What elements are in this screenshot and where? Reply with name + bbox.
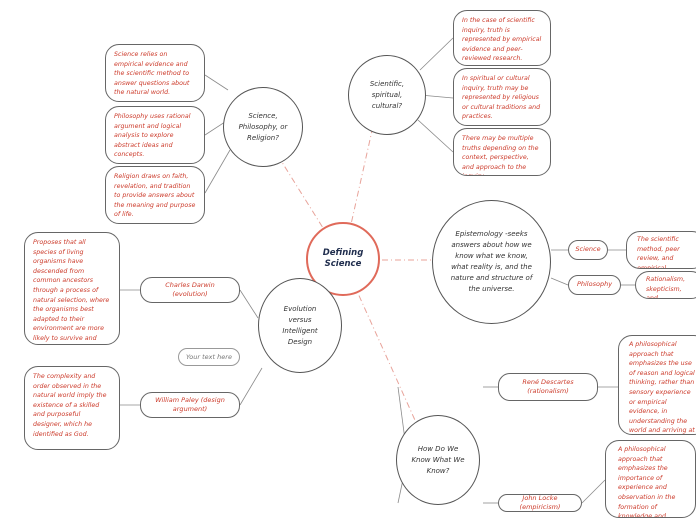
branch-rene-descartes[interactable]: René Descartes (rationalism) [498,373,598,401]
note-scientific-truth[interactable]: In the case of scientific inquiry, truth… [453,10,551,66]
note-text: A philosophical approach that emphasizes… [618,446,676,518]
topic-evolution-label: Evolution versus Intelligent Design [282,304,318,346]
branch-locke-label: John Locke (empiricism) [519,493,561,512]
note-text: Rationalism, skepticism, and constructiv… [646,276,686,299]
placeholder-your-text[interactable]: Your text here [178,348,240,366]
note-spiritual-truth[interactable]: In spiritual or cultural inquiry, truth … [453,68,551,126]
note-religion-draws[interactable]: Religion draws on faith, revelation, and… [105,166,205,224]
note-text: Religion draws on faith, revelation, and… [114,173,196,219]
note-science-method[interactable]: The scientific method, peer review, and … [626,231,696,269]
topic-how-know-label: How Do We Know What We Know? [411,444,465,475]
branch-philosophy[interactable]: Philosophy [568,275,621,295]
note-text: A philosophical approach that emphasizes… [629,341,695,435]
central-topic-label: Defining Science [322,248,364,269]
topic-scientific-spiritual-label: Scientific, spiritual, cultural? [369,79,405,110]
note-text: Proposes that all species of living orga… [33,239,110,342]
branch-science[interactable]: Science [568,240,608,260]
branch-charles-darwin[interactable]: Charles Darwin (evolution) [140,277,240,303]
branch-john-locke[interactable]: John Locke (empiricism) [498,494,582,512]
note-text: There may be multiple truths depending o… [462,135,539,175]
note-philosophy-method[interactable]: Rationalism, skepticism, and constructiv… [635,271,696,299]
topic-evolution-vs-design[interactable]: Evolution versus Intelligent Design [258,278,342,373]
note-text: Science relies on empirical evidence and… [114,51,190,97]
note-text: The complexity and order observed in the… [33,373,107,438]
note-text: In the case of scientific inquiry, truth… [462,17,542,63]
note-multiple-truths[interactable]: There may be multiple truths depending o… [453,128,551,176]
topic-philosophy-religion[interactable]: Science, Philosophy, or Religion? [223,87,303,167]
branch-philosophy-label: Philosophy [576,280,613,289]
note-descartes-desc[interactable]: A philosophical approach that emphasizes… [618,335,696,435]
topic-how-do-we-know[interactable]: How Do We Know What We Know? [396,415,480,505]
placeholder-label: Your text here [186,353,232,361]
note-science-relies[interactable]: Science relies on empirical evidence and… [105,44,205,102]
note-philosophy-uses[interactable]: Philosophy uses rational argument and lo… [105,106,205,164]
topic-scientific-spiritual[interactable]: Scientific, spiritual, cultural? [348,55,426,135]
note-darwin-desc[interactable]: Proposes that all species of living orga… [24,232,120,345]
topic-philosophy-religion-label: Science, Philosophy, or Religion? [238,111,288,142]
branch-william-paley[interactable]: William Paley (design argument) [140,392,240,418]
branch-darwin-label: Charles Darwin (evolution) [165,280,215,299]
note-text: The scientific method, peer review, and … [637,236,680,269]
note-paley-desc[interactable]: The complexity and order observed in the… [24,366,120,450]
note-text: Philosophy uses rational argument and lo… [114,113,191,159]
note-locke-desc[interactable]: A philosophical approach that emphasizes… [605,440,696,518]
branch-science-label: Science [575,245,601,254]
branch-descartes-label: René Descartes (rationalism) [522,377,574,396]
topic-epistemology[interactable]: Epistemology -seeks answers about how we… [432,200,551,324]
topic-epistemology-label: Epistemology -seeks answers about how we… [450,230,533,293]
branch-paley-label: William Paley (design argument) [155,395,225,414]
note-text: In spiritual or cultural inquiry, truth … [462,75,541,121]
